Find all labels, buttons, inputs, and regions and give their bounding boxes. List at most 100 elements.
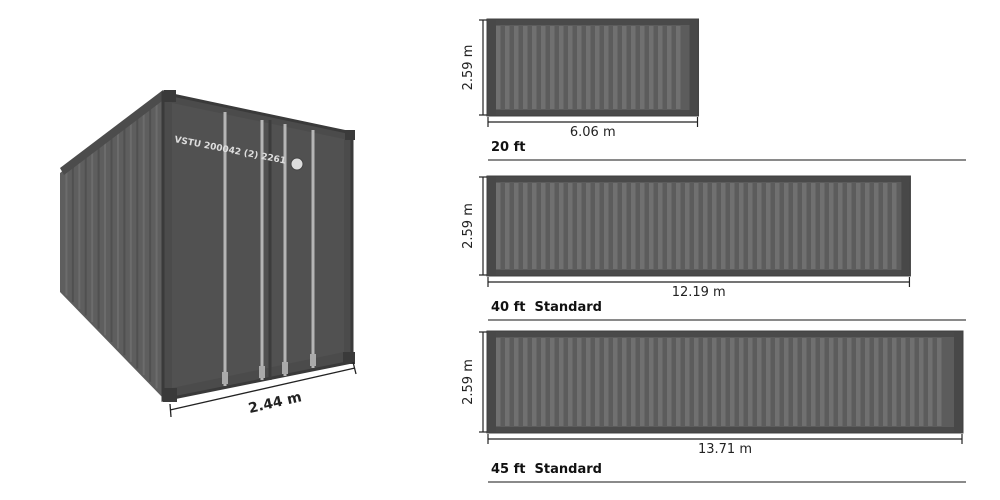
rod-cam — [310, 354, 316, 366]
door-inner — [172, 103, 344, 388]
corrugation-rib — [631, 183, 636, 269]
corner-casting — [345, 130, 355, 140]
corrugation-rib — [883, 338, 888, 426]
corrugation-rib — [604, 183, 609, 269]
dimension-tick — [352, 361, 357, 375]
corrugation-rib — [514, 183, 519, 269]
container-type-label: 45 ft Standard — [491, 462, 602, 477]
corrugation-rib — [802, 183, 807, 269]
container-body — [486, 18, 700, 117]
bottom-rail — [488, 427, 962, 432]
corrugation-rib — [514, 338, 519, 426]
corrugation-rib — [658, 338, 663, 426]
corrugation-rib — [757, 183, 762, 269]
corrugation-rib — [649, 183, 654, 269]
bottom-rail — [488, 270, 910, 275]
corrugation-rib — [595, 26, 600, 109]
corner-casting — [163, 388, 177, 402]
corrugation-rib — [856, 183, 861, 269]
corrugation-rib — [739, 183, 744, 269]
width-label: 2.44 m — [247, 389, 303, 417]
corrugation-rib — [667, 26, 672, 109]
side-corrugation — [65, 101, 158, 389]
corrugation-rib — [847, 338, 852, 426]
corrugation-rib — [766, 338, 771, 426]
corrugation-rib — [559, 183, 564, 269]
corrugation-rib — [532, 183, 537, 269]
corrugation-rib — [712, 183, 717, 269]
corrugation-rib — [559, 26, 564, 109]
height-label: 2.59 m — [461, 45, 476, 91]
corrugation-rib — [685, 338, 690, 426]
corrugation-rib — [829, 338, 834, 426]
corrugation-rib — [613, 183, 618, 269]
corrugation-rib — [613, 26, 618, 109]
container-elevations: 2.59 m6.06 m20 ft2.59 m12.19 m40 ft Stan… — [461, 18, 966, 483]
corrugation-rib — [586, 183, 591, 269]
corrugation-rib — [937, 338, 942, 426]
dimension-tick — [169, 403, 172, 418]
corrugation-rib — [676, 338, 681, 426]
length-label: 13.71 m — [698, 442, 752, 457]
corner-casting — [164, 90, 176, 102]
corrugation-rib — [775, 338, 780, 426]
corrugation-rib — [676, 26, 681, 109]
height-label: 2.59 m — [461, 359, 476, 405]
corrugation-rib — [874, 338, 879, 426]
corrugation-rib — [676, 183, 681, 269]
corrugation-rib — [523, 338, 528, 426]
corrugation-rib — [784, 183, 789, 269]
rod-cam — [259, 366, 265, 378]
corrugation-rib — [532, 26, 537, 109]
corrugation-rib — [910, 338, 915, 426]
corrugation-rib — [748, 338, 753, 426]
perspective-container: VSTU 200042 (2) 2261 2.44 m — [60, 90, 357, 418]
corrugation-rib — [631, 338, 636, 426]
corrugation-rib — [793, 183, 798, 269]
corrugation-rib — [595, 183, 600, 269]
corrugation-rib — [667, 338, 672, 426]
corrugation-rib — [892, 183, 897, 269]
corrugation-rib — [577, 26, 582, 109]
corrugation-rib — [919, 338, 924, 426]
corrugation-rib — [550, 26, 555, 109]
corrugation-rib — [613, 338, 618, 426]
height-label: 2.59 m — [461, 203, 476, 249]
corrugation-rib — [703, 183, 708, 269]
door-emblem — [290, 157, 304, 171]
corrugation-rib — [640, 183, 645, 269]
corrugation-rib — [721, 338, 726, 426]
corrugation-rib — [847, 183, 852, 269]
corrugation-rib — [775, 183, 780, 269]
corrugation-rib — [928, 338, 933, 426]
corrugation-rib — [532, 338, 537, 426]
corrugation-rib — [568, 183, 573, 269]
corrugation-rib — [766, 183, 771, 269]
corrugation-rib — [505, 183, 510, 269]
corrugation-rib — [577, 338, 582, 426]
corrugation-rib — [541, 183, 546, 269]
corrugation-rib — [730, 338, 735, 426]
end-post — [901, 177, 910, 275]
corrugation-rib — [811, 183, 816, 269]
length-label: 6.06 m — [570, 125, 616, 140]
rod-cam — [282, 362, 288, 374]
corrugation-rib — [811, 338, 816, 426]
corrugation-rib — [694, 183, 699, 269]
length-label: 12.19 m — [672, 285, 726, 300]
corrugation-rib — [523, 183, 528, 269]
corrugation-rib — [622, 338, 627, 426]
corrugation-rib — [793, 338, 798, 426]
corrugation-rib — [541, 26, 546, 109]
corrugation-rib — [568, 26, 573, 109]
corrugation-rib — [820, 338, 825, 426]
container-type-label: 20 ft — [491, 140, 526, 155]
corrugation-rib — [550, 183, 555, 269]
corrugation-rib — [685, 183, 690, 269]
corrugation-rib — [505, 338, 510, 426]
corrugation-rib — [658, 26, 663, 109]
container-elevation: 2.59 m 13.71 m 45 ft Standard — [461, 330, 966, 483]
corrugation-rib — [586, 26, 591, 109]
top-rail — [488, 332, 962, 337]
